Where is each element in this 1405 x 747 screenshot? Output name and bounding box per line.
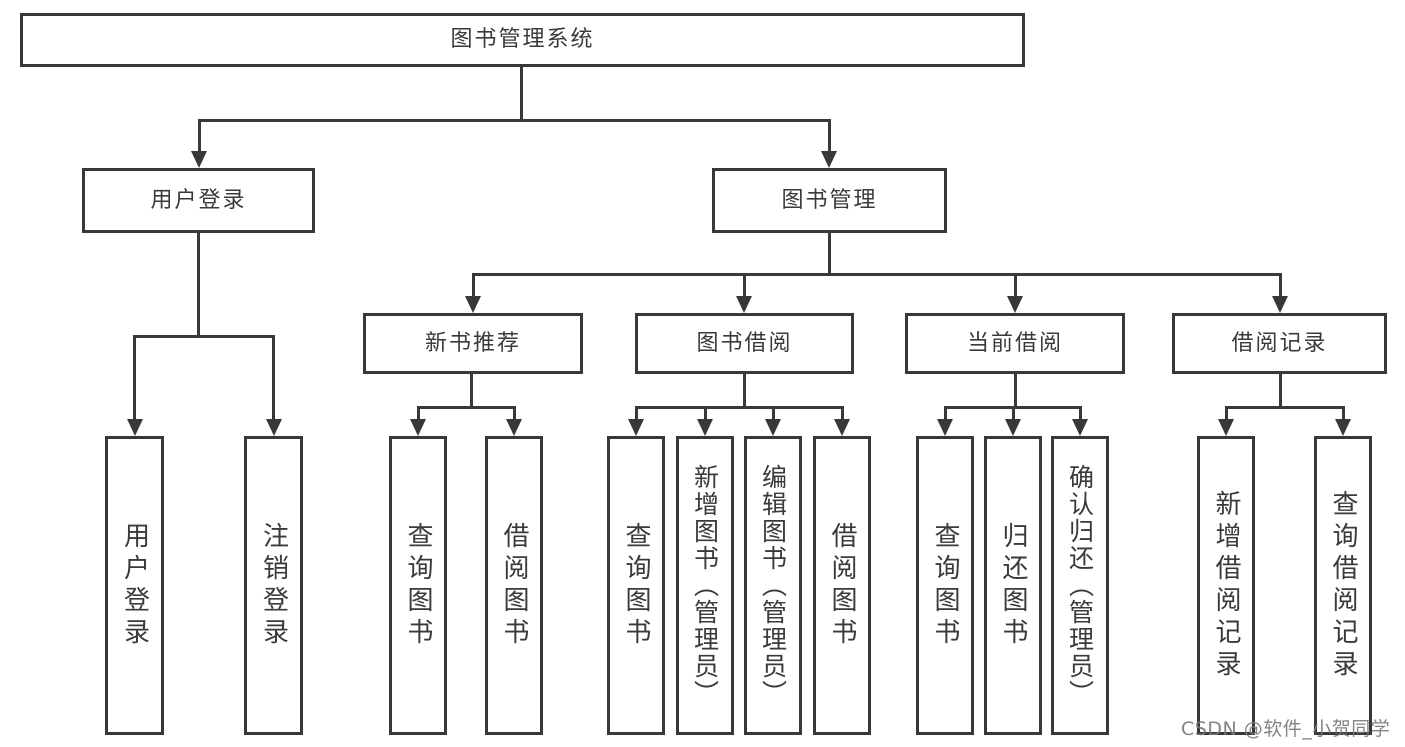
- node-book-management: 图书管理: [712, 168, 947, 233]
- leaf-current-confirm-return-admin-label: 确认归还（管理员）: [1065, 464, 1095, 707]
- node-current-borrow-label: 当前借阅: [966, 330, 1063, 356]
- leaf-recommend-borrow-book: 借阅图书: [485, 436, 543, 735]
- arrowhead-current-return-book: [1005, 419, 1021, 436]
- leaf-current-confirm-return-admin: 确认归还（管理员）: [1051, 436, 1109, 735]
- leaf-user-login-label: 用户登录: [119, 521, 150, 650]
- connector-drop-current-confirm: [1078, 406, 1082, 421]
- node-book-borrow-label: 图书借阅: [696, 330, 793, 356]
- leaf-current-query-book-label: 查询图书: [930, 521, 960, 650]
- node-current-borrow: 当前借阅: [905, 313, 1125, 374]
- arrowhead-borrow-records: [1272, 296, 1288, 313]
- connector-book-management-stem: [827, 233, 831, 273]
- arrowhead-current-borrow: [1007, 296, 1023, 313]
- connector-level2-bar: [197, 119, 831, 122]
- arrowhead-book-borrow: [736, 296, 752, 313]
- arrowhead-current-query-book: [937, 419, 953, 436]
- node-borrow-records: 借阅记录: [1172, 313, 1387, 374]
- leaf-logout: 注销登录: [244, 436, 303, 735]
- arrowhead-user-login: [191, 151, 207, 168]
- connector-level3-drop-recommend: [471, 273, 475, 298]
- connector-root-stem: [519, 65, 523, 119]
- leaf-recommend-query-book: 查询图书: [389, 436, 447, 735]
- connector-drop-records-query: [1341, 406, 1345, 421]
- arrowhead-borrow-edit-book: [765, 419, 781, 436]
- connector-current-stem: [1013, 374, 1017, 406]
- connector-drop-leaf-logout: [272, 335, 275, 421]
- node-new-book-recommend-label: 新书推荐: [424, 330, 521, 356]
- leaf-borrow-edit-book-admin-label: 编辑图书（管理员）: [758, 464, 788, 707]
- arrowhead-borrow-query-book: [628, 419, 644, 436]
- arrowhead-borrow-borrow-book: [834, 419, 850, 436]
- connector-recommend-bar: [416, 406, 516, 409]
- arrowhead-rec-query-book: [410, 419, 426, 436]
- connector-user-login-stem: [197, 233, 200, 335]
- node-user-login: 用户登录: [82, 168, 315, 233]
- leaf-borrow-add-book-admin: 新增图书（管理员）: [676, 436, 734, 735]
- node-book-borrow: 图书借阅: [635, 313, 854, 374]
- connector-level2-drop-user-login: [197, 119, 201, 153]
- arrowhead-leaf-logout: [265, 419, 282, 436]
- node-borrow-records-label: 借阅记录: [1231, 330, 1328, 356]
- arrowhead-records-add-record: [1218, 419, 1234, 436]
- leaf-borrow-add-book-admin-label: 新增图书（管理员）: [690, 464, 720, 707]
- connector-drop-records-add: [1224, 406, 1228, 421]
- connector-drop-current-query: [943, 406, 947, 421]
- connector-level3-bar: [471, 273, 1282, 276]
- leaf-records-add-record: 新增借阅记录: [1197, 436, 1255, 735]
- connector-drop-current-return: [1011, 406, 1015, 421]
- leaf-records-add-record-label: 新增借阅记录: [1211, 489, 1241, 682]
- arrowhead-new-book-recommend: [465, 296, 481, 313]
- connector-drop-rec-query: [416, 406, 420, 421]
- csdn-watermark: CSDN @软件_小贺同学: [1181, 718, 1391, 740]
- connector-drop-borrow-add: [703, 406, 707, 421]
- node-root-label: 图书管理系统: [450, 27, 595, 52]
- connector-drop-borrow-borrow: [840, 406, 844, 421]
- connector-borrow-stem: [743, 374, 746, 406]
- leaf-recommend-borrow-book-label: 借阅图书: [499, 521, 529, 650]
- arrowhead-records-query-record: [1335, 419, 1351, 436]
- node-book-management-label: 图书管理: [781, 187, 878, 213]
- leaf-recommend-query-book-label: 查询图书: [403, 521, 433, 650]
- connector-level3-drop-current: [1013, 273, 1017, 298]
- arrowhead-borrow-add-book: [697, 419, 713, 436]
- connector-level3-drop-records: [1278, 273, 1282, 298]
- leaf-records-query-record-label: 查询借阅记录: [1328, 489, 1358, 682]
- node-root: 图书管理系统: [20, 13, 1025, 67]
- connector-borrow-bar: [634, 406, 844, 409]
- connector-recommend-stem: [469, 374, 473, 406]
- connector-drop-borrow-edit: [771, 406, 775, 421]
- leaf-current-return-book-label: 归还图书: [998, 521, 1028, 650]
- leaf-logout-label: 注销登录: [258, 521, 289, 650]
- connector-level2-drop-book-management: [827, 119, 831, 153]
- leaf-borrow-query-book-label: 查询图书: [621, 521, 651, 650]
- node-user-login-label: 用户登录: [150, 187, 247, 213]
- leaf-borrow-borrow-book: 借阅图书: [813, 436, 871, 735]
- leaf-records-query-record: 查询借阅记录: [1314, 436, 1372, 735]
- connector-drop-rec-borrow: [512, 406, 516, 421]
- arrowhead-rec-borrow-book: [506, 419, 522, 436]
- leaf-borrow-borrow-book-label: 借阅图书: [827, 521, 857, 650]
- leaf-borrow-query-book: 查询图书: [607, 436, 665, 735]
- arrowhead-current-confirm-return: [1072, 419, 1088, 436]
- connector-user-login-bar: [133, 335, 275, 338]
- leaf-current-return-book: 归还图书: [984, 436, 1042, 735]
- connector-drop-borrow-query: [634, 406, 638, 421]
- leaf-current-query-book: 查询图书: [916, 436, 974, 735]
- leaf-user-login: 用户登录: [105, 436, 164, 735]
- connector-records-bar: [1224, 406, 1345, 409]
- node-new-book-recommend: 新书推荐: [363, 313, 583, 374]
- arrowhead-book-management: [821, 151, 837, 168]
- connector-level3-drop-borrow: [742, 273, 746, 298]
- connector-records-stem: [1278, 374, 1282, 406]
- arrowhead-leaf-user-login: [126, 419, 143, 436]
- connector-drop-leaf-user-login: [133, 335, 136, 421]
- leaf-borrow-edit-book-admin: 编辑图书（管理员）: [744, 436, 802, 735]
